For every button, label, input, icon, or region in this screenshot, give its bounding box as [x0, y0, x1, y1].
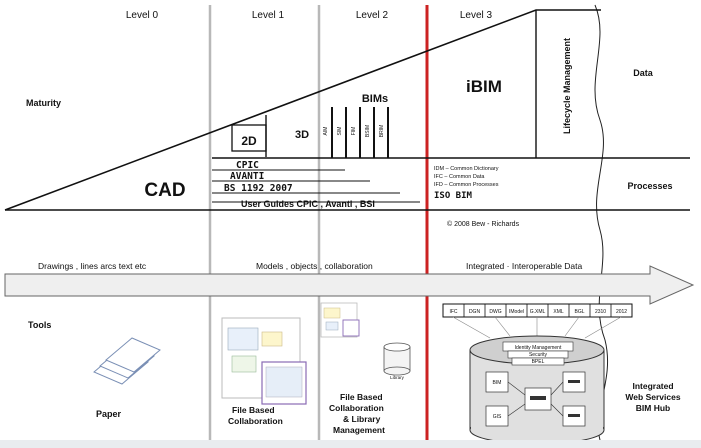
bims-bar-label-2: FIM	[351, 127, 357, 136]
format-label-7: 2310	[595, 309, 606, 315]
standard-iso-bim: ISO BIM	[434, 191, 473, 201]
bim-hub-database-icon	[469, 335, 605, 445]
hub-band-identity: Identity Management	[515, 345, 562, 351]
standard-bs1192: BS 1192 2007	[224, 183, 293, 194]
cad-label: CAD	[144, 180, 185, 201]
format-label-4: G.XML	[530, 309, 546, 315]
tool-paper-label: Paper	[96, 409, 122, 419]
arrow-label-level-1-2: Models , objects , collaboration	[256, 261, 373, 271]
hub-node-bim: BIM	[493, 380, 502, 386]
progress-arrow	[4, 265, 695, 305]
tool-l2-label-line-3: Management	[333, 425, 385, 435]
format-label-2: DWG	[489, 309, 501, 315]
library-label: Library	[390, 375, 405, 380]
tool-l3-label-line-2: BIM Hub	[636, 403, 670, 413]
format-label-6: BGL	[574, 309, 584, 315]
standard-user-guides: User Guides CPIC , Avanti , BSI	[241, 199, 375, 209]
stage-3d-label: 3D	[295, 129, 309, 141]
standard-avanti: AVANTI	[230, 171, 264, 182]
format-connectors	[452, 316, 622, 339]
file-collaboration-icon	[221, 317, 307, 405]
library-database-icon	[383, 342, 411, 376]
format-label-3: IModel	[509, 309, 524, 315]
stage-2d-label: 2D	[241, 134, 257, 148]
tool-l1-label-line-1: Collaboration	[228, 416, 283, 426]
standard-cpic: CPIC	[236, 160, 259, 171]
standard-ifc: IFC – Common Data	[434, 174, 485, 180]
processes-label: Processes	[627, 181, 672, 191]
format-label-5: XML	[553, 309, 564, 315]
bims-bar-label-3: BSIM	[365, 125, 371, 137]
bims-bar-label-1: SIM	[337, 127, 343, 136]
level-0-header: Level 0	[126, 10, 159, 21]
arrow-label-level-3: Integrated · Interoperable Data	[466, 261, 583, 271]
standard-ifd: IFD – Common Processes	[434, 182, 499, 188]
ibim-label: iBIM	[466, 77, 502, 96]
maturity-label: Maturity	[26, 98, 61, 108]
library-collaboration-icon	[320, 302, 360, 338]
copyright: © 2008 Bew - Richards	[447, 220, 520, 228]
hub-node-gis: GIS	[493, 414, 502, 420]
bims-bar-label-0: AIM	[323, 127, 329, 136]
level-2-header: Level 2	[356, 10, 389, 21]
level-3-header: Level 3	[460, 10, 493, 21]
tools-label: Tools	[28, 320, 51, 330]
hub-band-bpel: BPEL	[532, 359, 545, 365]
tool-l3-label-line-1: Web Services	[625, 392, 680, 402]
tool-l2-label-line-0: File Based	[340, 392, 383, 402]
format-label-8: 2012	[616, 309, 627, 315]
standard-idm: IDM – Common Dictionary	[434, 166, 499, 172]
format-strip	[442, 303, 633, 318]
tool-l1-label-line-0: File Based	[232, 405, 275, 415]
format-label-1: DGN	[469, 309, 481, 315]
paper-stack-icon	[93, 337, 161, 385]
bims-label: BIMs	[362, 93, 388, 105]
data-label: Data	[633, 68, 654, 78]
arrow-label-level-0: Drawings , lines arcs text etc	[38, 261, 147, 271]
wavy-edge	[594, 4, 609, 441]
level-1-header: Level 1	[252, 10, 285, 21]
lifecycle-label: Lifecycle Management	[562, 38, 572, 134]
format-label-0: IFC	[449, 309, 457, 315]
tool-l2-label-line-1: Collaboration	[329, 403, 384, 413]
tool-l3-label-line-0: Integrated	[632, 381, 673, 391]
tool-l2-label-line-2: & Library	[343, 414, 381, 424]
maturity-wedge-line	[4, 9, 601, 211]
hub-band-security: Security	[529, 352, 548, 358]
footer-band	[0, 440, 701, 448]
bims-bar-label-4: BRIM	[379, 125, 385, 138]
